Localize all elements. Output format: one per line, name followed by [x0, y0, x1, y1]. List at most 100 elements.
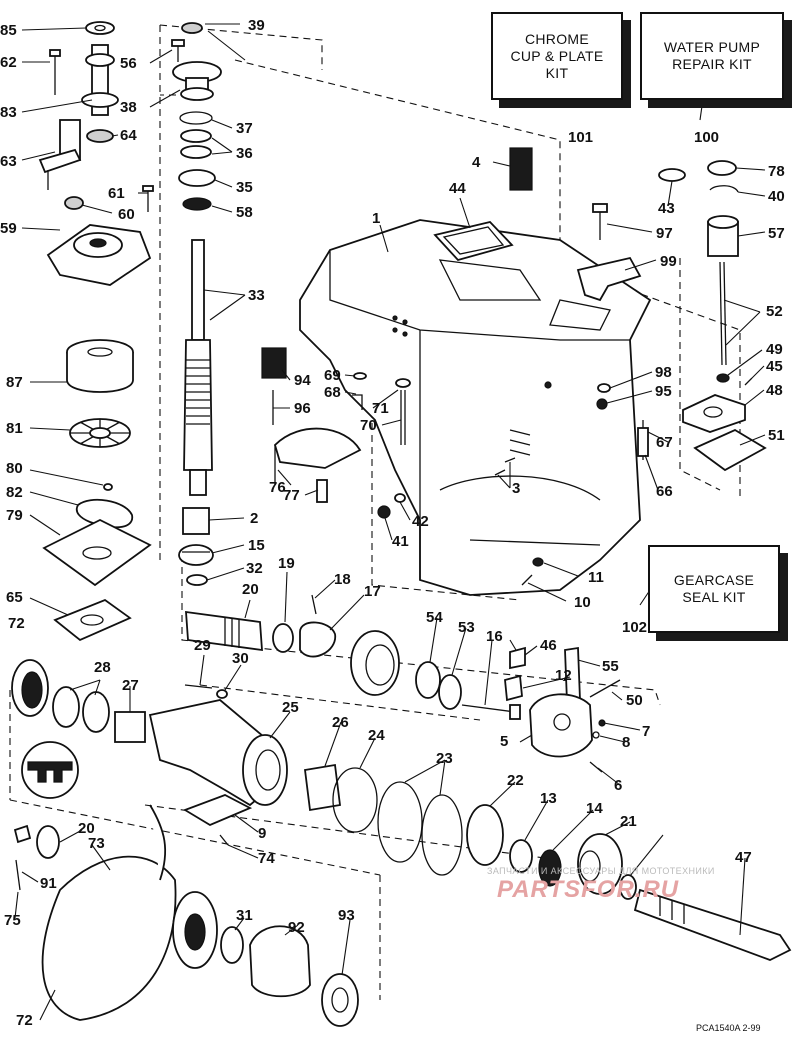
callout-label: 98 — [655, 364, 672, 381]
callout-label: 9 — [258, 825, 266, 842]
callout-label: 57 — [768, 225, 785, 242]
callout-label: 93 — [338, 907, 355, 924]
callout-label: 13 — [540, 790, 557, 807]
callout-label: 72 — [16, 1012, 33, 1029]
callout-label: 2 — [250, 510, 258, 527]
callout-label: 43 — [658, 200, 675, 217]
callout-label: 64 — [120, 127, 137, 144]
callout-label: 48 — [766, 382, 783, 399]
callout-label: 61 — [108, 185, 125, 202]
callout-label: 1 — [372, 210, 380, 227]
callout-label: 78 — [768, 163, 785, 180]
callout-label: 70 — [360, 417, 377, 434]
callout-label: 72 — [8, 615, 25, 632]
callout-label: 83 — [0, 104, 17, 121]
watermark-caption: ЗАПЧАСТИ И АКСЕССУАРЫ ДЛЯ МОТОТЕХНИКИ — [487, 866, 715, 876]
callout-label: 26 — [332, 714, 349, 731]
callout-label: 18 — [334, 571, 351, 588]
kit-line: GEARCASE — [673, 572, 755, 588]
callout-label: 51 — [768, 427, 785, 444]
callout-label: 53 — [458, 619, 475, 636]
callout-label: 32 — [246, 560, 263, 577]
callout-label: 80 — [6, 460, 23, 477]
callout-label: 4 — [472, 154, 481, 171]
parts-right-column — [433, 147, 767, 472]
callout-label: 30 — [232, 650, 249, 667]
callout-label: 49 — [766, 341, 783, 358]
gearcase-housing — [299, 219, 652, 596]
kit-line: CHROME — [524, 30, 590, 47]
callout-label: 23 — [436, 750, 453, 767]
callout-label: 8 — [622, 734, 630, 751]
callout-label: 81 — [6, 420, 23, 437]
callout-label: 7 — [642, 723, 650, 740]
callout-label: 96 — [294, 400, 311, 417]
callout-label: 21 — [620, 813, 637, 830]
callout-label: 44 — [449, 180, 466, 197]
kit-line: KIT — [545, 64, 569, 81]
callout-label: 99 — [660, 253, 677, 270]
callout-label: 54 — [426, 609, 443, 626]
callout-label: 16 — [486, 628, 503, 645]
callout-label: 20 — [242, 581, 259, 598]
callout-label: 68 — [324, 384, 341, 401]
callout-label: 75 — [4, 912, 21, 929]
gearcase-seal-kit-box: GEARCASE SEAL KIT — [648, 545, 780, 633]
callout-label: 50 — [626, 692, 643, 709]
parts-center — [261, 347, 544, 586]
callout-label: 20 — [78, 820, 95, 837]
callout-label: 24 — [368, 727, 385, 744]
callout-label: 28 — [94, 659, 111, 676]
callout-label: 36 — [236, 145, 253, 162]
callout-label: 11 — [588, 569, 604, 586]
callout-label: 19 — [278, 555, 295, 572]
watermark: ЗАПЧАСТИ И АКСЕССУАРЫ ДЛЯ МОТОТЕХНИКИ PA… — [487, 866, 715, 904]
callout-label: 31 — [236, 907, 253, 924]
callout-label: 41 — [392, 533, 409, 550]
callout-label: 12 — [555, 667, 572, 684]
callout-label: 82 — [6, 484, 23, 501]
callout-label: 66 — [656, 483, 673, 500]
callout-label: 85 — [0, 22, 17, 39]
parts-driveshaft-column — [171, 22, 222, 586]
callout-label: 63 — [0, 153, 17, 170]
callout-label: 92 — [288, 919, 305, 936]
callout-label: 74 — [258, 850, 275, 867]
callout-labels: 85 62 83 63 59 87 81 80 82 79 65 72 39 5… — [0, 17, 785, 1029]
callout-label: 46 — [540, 637, 557, 654]
callout-label: 17 — [364, 583, 381, 600]
drawing-code: PCA1540A 2-99 — [696, 1023, 761, 1033]
callout-label: 3 — [512, 480, 520, 497]
water-pump-repair-kit-box: WATER PUMP REPAIR KIT — [640, 12, 784, 100]
callout-label: 71 — [372, 400, 389, 417]
kit-line: WATER PUMP — [663, 39, 761, 55]
callout-label: 42 — [412, 513, 429, 530]
parts-left-column — [38, 21, 154, 642]
callout-label: 58 — [236, 204, 253, 221]
callout-label: 69 — [324, 367, 341, 384]
parts-shift-and-gears — [185, 594, 621, 773]
callout-label: 5 — [500, 733, 508, 750]
callout-label: 29 — [194, 637, 211, 654]
callout-label: 94 — [294, 372, 311, 389]
callout-label: 35 — [236, 179, 253, 196]
callout-label: 95 — [655, 383, 672, 400]
kit-line: SEAL KIT — [682, 589, 746, 605]
callout-label: 25 — [282, 699, 299, 716]
callout-label: 38 — [120, 99, 137, 116]
callout-label: 77 — [283, 487, 300, 504]
callout-label: 56 — [120, 55, 137, 72]
callout-label: 65 — [6, 589, 23, 606]
callout-label: 73 — [88, 835, 105, 852]
callout-label: 60 — [118, 206, 135, 223]
kit-number-gearcase-seal: 102 — [622, 619, 647, 636]
kit-number-chrome: 101 — [568, 129, 593, 146]
callout-label: 76 — [269, 479, 286, 496]
kit-number-water-pump: 100 — [694, 129, 719, 146]
callout-label: 27 — [122, 677, 139, 694]
callout-label: 47 — [735, 849, 752, 866]
callout-label: 37 — [236, 120, 253, 137]
callout-label: 55 — [602, 658, 619, 675]
